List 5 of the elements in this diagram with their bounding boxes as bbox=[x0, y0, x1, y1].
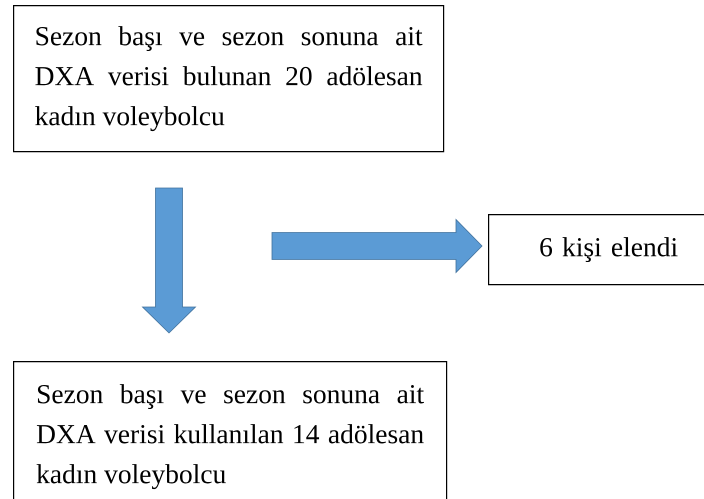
block-arrow bbox=[142, 188, 196, 334]
text-box: Sezon başı ve sezon sonuna ait DXA verisi kullanılan 14 adölesan kadın voleybolcu bbox=[13, 361, 448, 499]
block-arrow bbox=[272, 218, 483, 274]
text-box: 6 kişi elendi bbox=[488, 214, 704, 286]
text-box: Sezon başı ve sezon sonuna ait DXA verisi bulunan 20 adölesan kadın voleybolcu bbox=[13, 5, 444, 152]
